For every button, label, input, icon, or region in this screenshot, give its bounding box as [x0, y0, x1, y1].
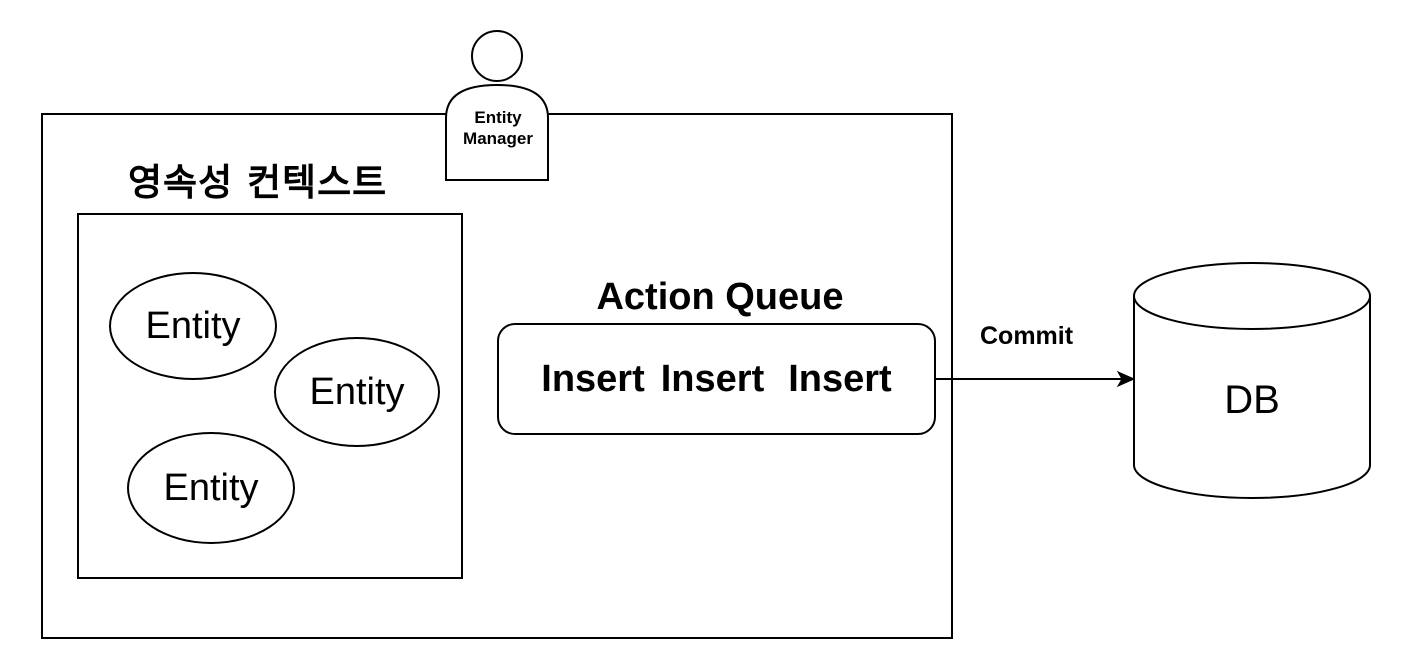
entity-manager-label-line1: Entity: [474, 108, 522, 127]
entity-manager-label: Entity Manager: [446, 107, 550, 149]
database-label: DB: [1224, 378, 1280, 422]
commit-label: Commit: [980, 322, 1074, 350]
entity-manager-label-line2: Manager: [463, 129, 533, 148]
persistence-context-title: 영속성 컨텍스트: [128, 161, 388, 204]
action-queue-item: Insert: [788, 357, 892, 400]
database-cylinder-icon: [1133, 296, 1371, 499]
action-queue-box: Insert Insert Insert: [497, 323, 936, 435]
action-queue-item: Insert: [660, 357, 765, 400]
database-cylinder-top: [1133, 262, 1371, 330]
entity-node: Entity: [274, 337, 440, 447]
entity-manager-body-icon: [445, 83, 549, 181]
action-queue-item: Insert: [541, 357, 645, 400]
entity-manager-head-icon: [471, 30, 523, 82]
entity-container: [77, 213, 463, 579]
action-queue-title: Action Queue: [596, 276, 844, 318]
entity-node: Entity: [109, 272, 277, 380]
commit-arrow-head-icon: [1116, 370, 1136, 388]
entity-node: Entity: [127, 432, 295, 544]
